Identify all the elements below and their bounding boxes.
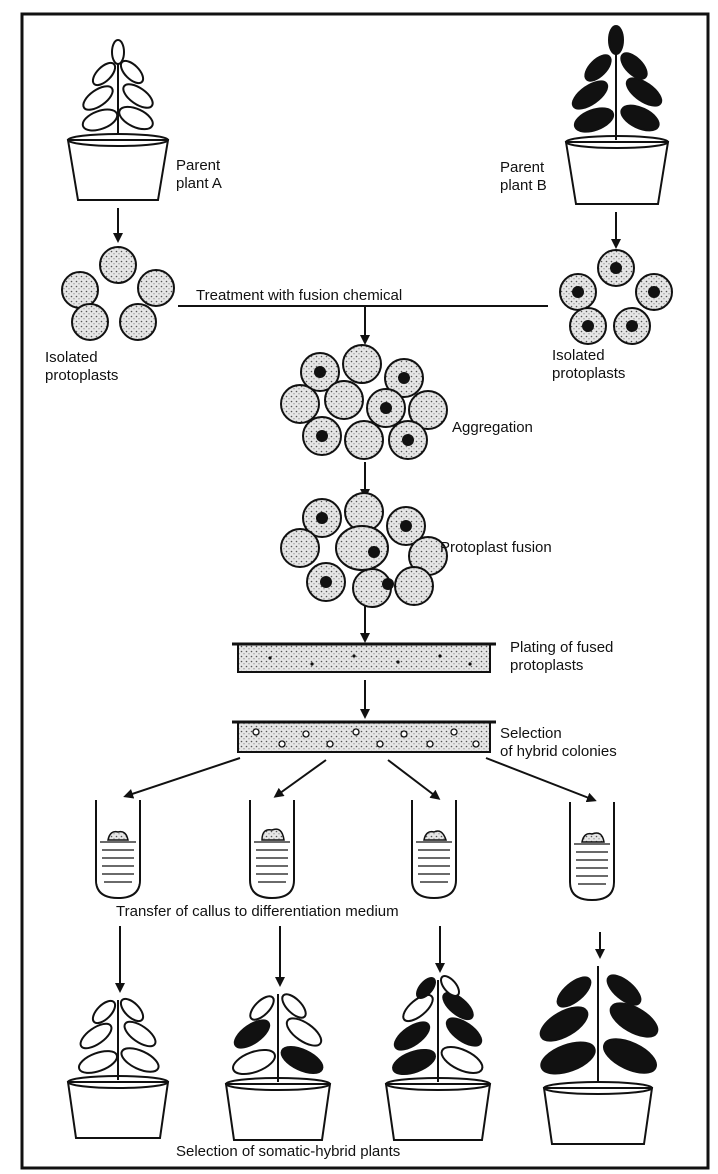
- parent-plant-a: [66, 39, 170, 201]
- label-aggregation: Aggregation: [452, 419, 533, 436]
- hybrid-plant-4: [539, 966, 659, 1145]
- label-parent-b-line2: plant B: [500, 177, 547, 194]
- hybrid-plant-2: [224, 993, 332, 1141]
- arrow-to-tube-1: [123, 757, 241, 799]
- label-isolated-b-line2: protoplasts: [552, 365, 625, 382]
- label-selection-line2: of hybrid colonies: [500, 743, 617, 760]
- parent-plant-b: [564, 25, 670, 205]
- test-tube-1: [95, 800, 141, 900]
- plating-dish: [232, 642, 496, 673]
- figure-border: [20, 12, 710, 1170]
- hybrid-plant-1: [66, 997, 170, 1139]
- test-tube-3: [411, 800, 457, 900]
- label-treatment: Treatment with fusion chemical: [196, 287, 402, 304]
- label-isolated-a-line1: Isolated: [45, 349, 98, 366]
- label-isolated-b-line1: Isolated: [552, 347, 605, 364]
- label-isolated-a-line2: protoplasts: [45, 367, 118, 384]
- label-transfer: Transfer of callus to differentiation me…: [116, 903, 399, 920]
- arrow-to-tube-4: [485, 757, 597, 803]
- label-fusion: Protoplast fusion: [440, 539, 552, 556]
- label-selection-line1: Selection: [500, 725, 562, 742]
- arrow-to-tube-3: [387, 759, 441, 800]
- selection-dish: [232, 720, 496, 753]
- fusion-cluster: [280, 492, 448, 608]
- aggregation-cluster: [280, 344, 448, 460]
- label-parent-a-line2: plant A: [176, 175, 222, 192]
- label-plating-line2: protoplasts: [510, 657, 583, 674]
- test-tube-4: [569, 802, 615, 902]
- test-tube-2: [249, 800, 295, 900]
- hybrid-plant-3: [384, 975, 492, 1141]
- protoplasts-b: [559, 249, 673, 345]
- arrow-to-tube-2: [273, 759, 327, 798]
- label-parent-a-line1: Parent: [176, 157, 221, 174]
- label-final: Selection of somatic-hybrid plants: [176, 1143, 400, 1160]
- label-parent-b-line1: Parent: [500, 159, 545, 176]
- label-plating-line1: Plating of fused: [510, 639, 613, 656]
- protoplasts-a: [61, 246, 175, 341]
